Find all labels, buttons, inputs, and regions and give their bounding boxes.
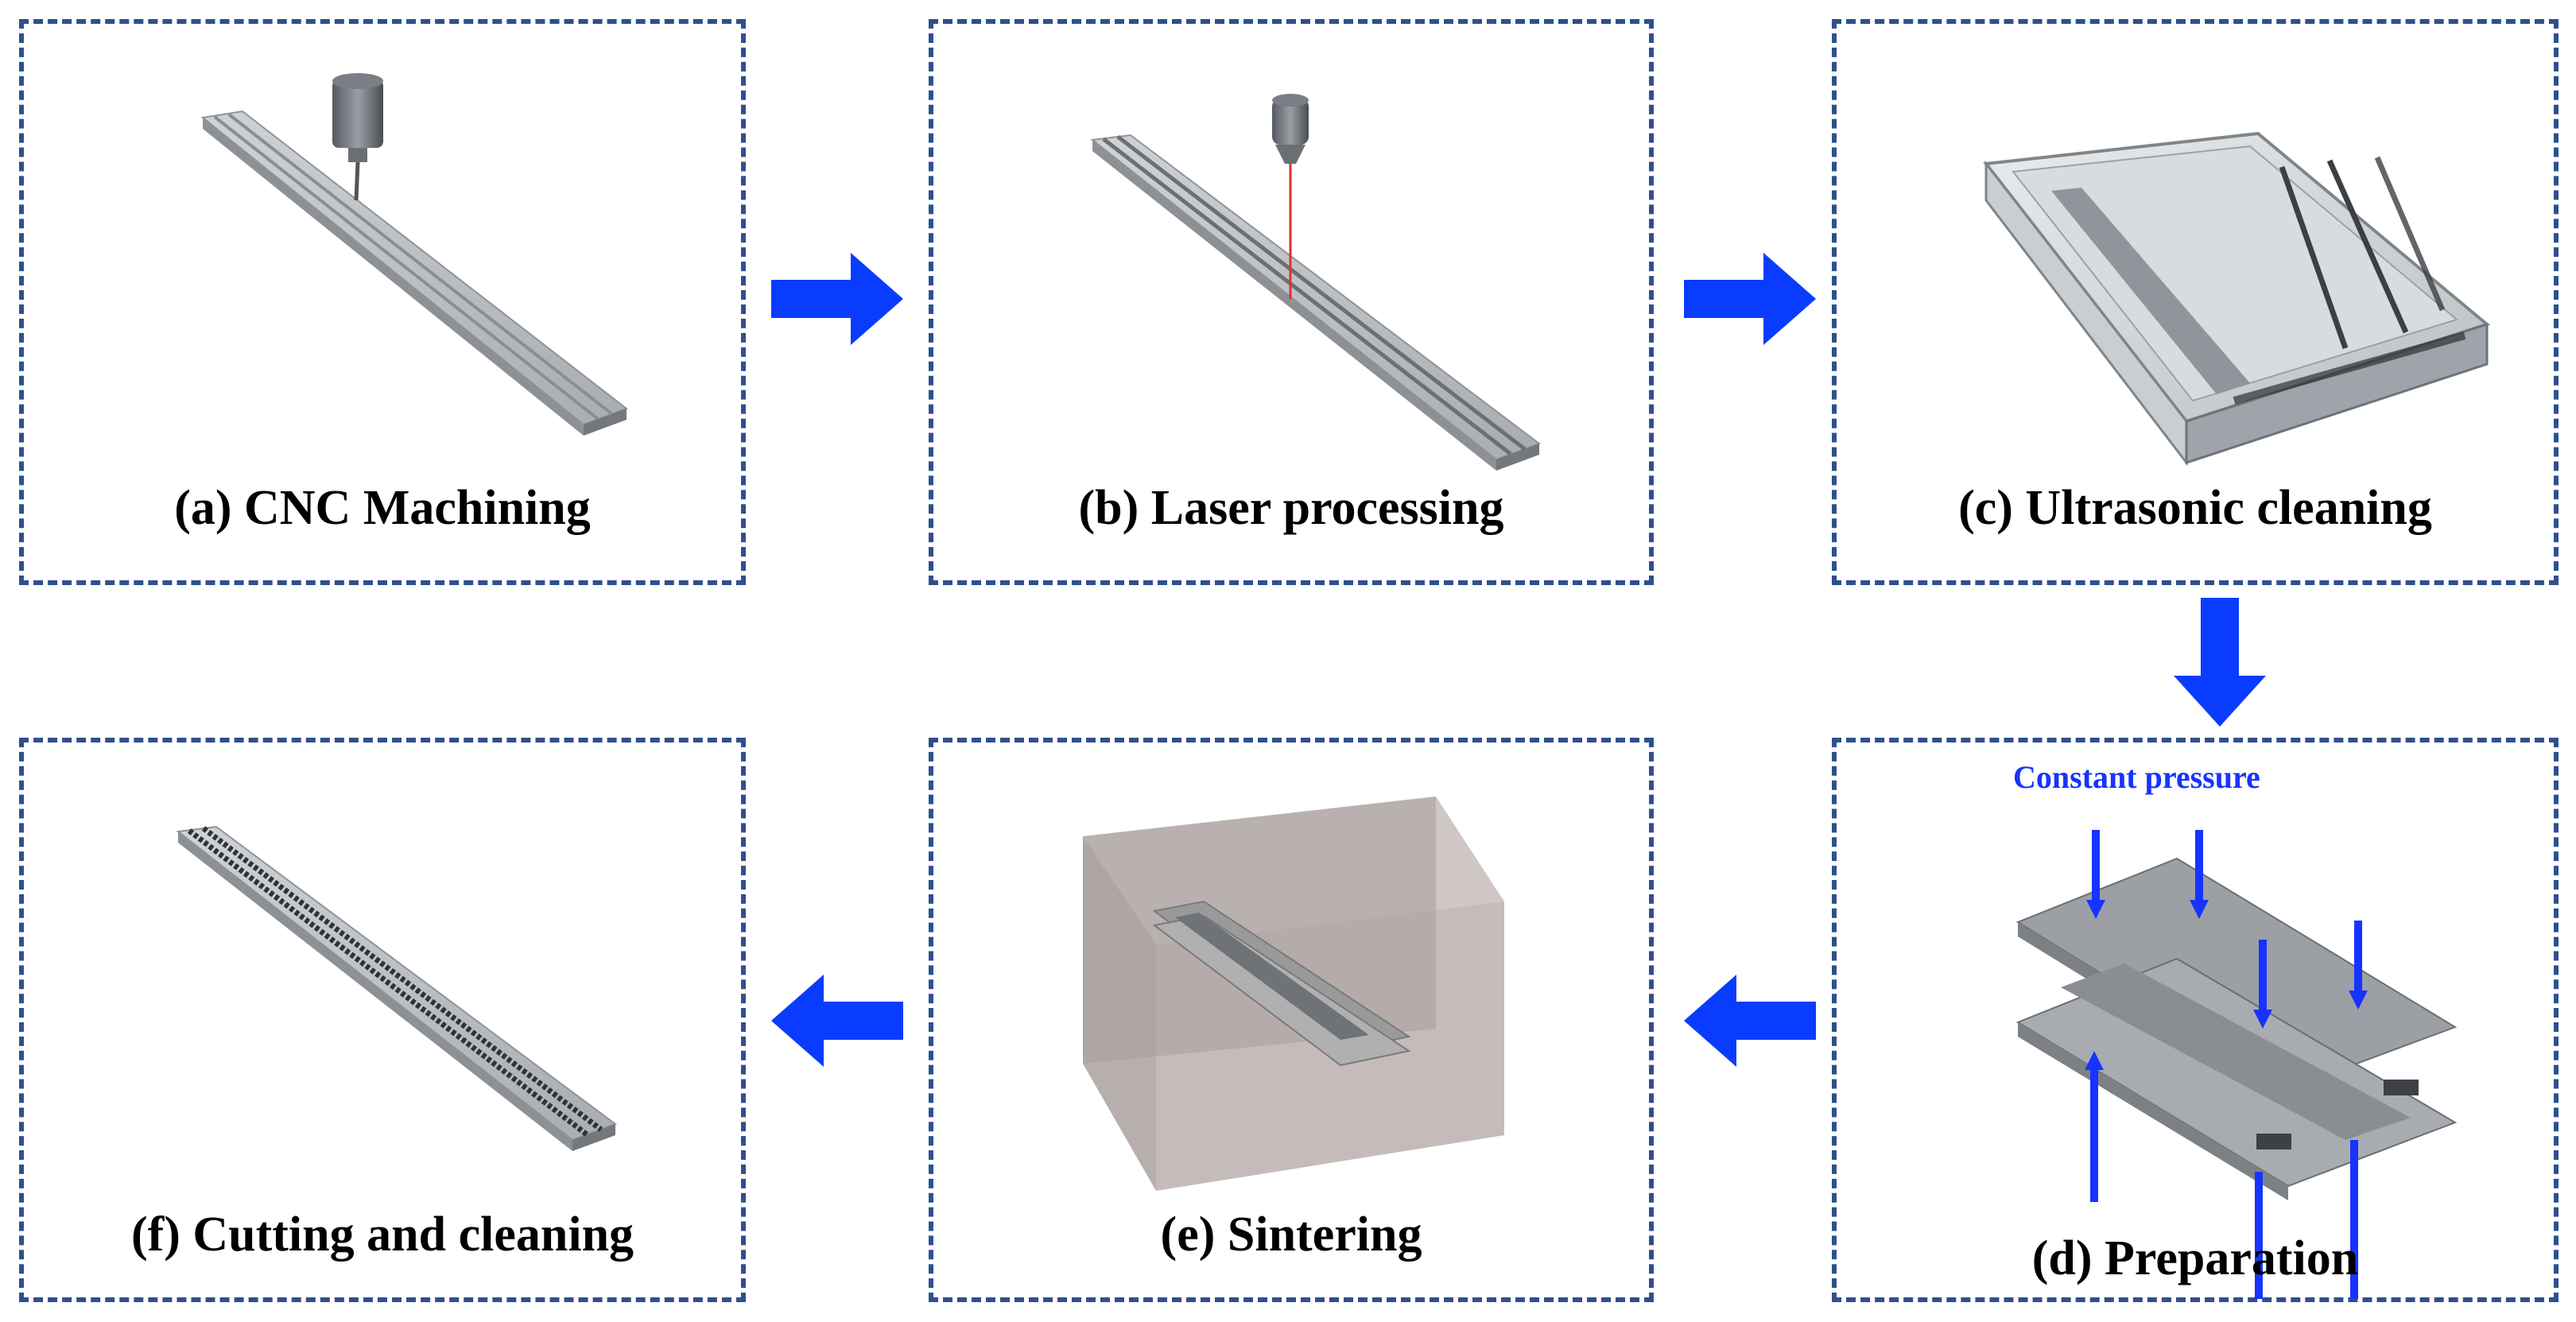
ultrasonic-bath-illustration (1983, 131, 2491, 467)
finished-rail (176, 825, 618, 1151)
glass-tray (1983, 131, 2491, 467)
aluminum-rail (200, 110, 629, 436)
pressing-fixture-illustration (2015, 830, 2458, 1299)
laser-processing-illustration (1090, 94, 1542, 471)
pressure-arrow-up (2085, 1051, 2104, 1202)
panel-a-label: (a) CNC Machining (174, 481, 591, 535)
support-post (2350, 1140, 2358, 1299)
sample-in-furnace (1152, 900, 1411, 1067)
milling-tool (332, 73, 383, 201)
panel-ultrasonic-cleaning: (c) Ultrasonic cleaning (1832, 19, 2559, 585)
arrow-c-to-d (2174, 598, 2266, 727)
pressure-arrow-down (2253, 940, 2272, 1029)
pressure-arrows (2085, 830, 2368, 1299)
panel-d-label: (d) Preparation (2031, 1231, 2359, 1285)
panel-laser-processing: (b) Laser processing (929, 19, 1654, 585)
pressure-arrow-down (2086, 830, 2105, 919)
panel-sintering: (e) Sintering (929, 738, 1654, 1302)
arrow-e-to-f (771, 975, 903, 1067)
panel-c-label: (c) Ultrasonic cleaning (1958, 481, 2432, 535)
arrow-d-to-e (1684, 975, 1816, 1067)
support-post (2255, 1172, 2263, 1299)
panel-f-label: (f) Cutting and cleaning (130, 1208, 634, 1262)
laser-head (1272, 94, 1309, 299)
panel-e-label: (e) Sintering (1160, 1208, 1422, 1262)
cnc-machining-illustration (200, 73, 629, 436)
arrow-b-to-c (1684, 253, 1816, 345)
arrow-a-to-b (771, 253, 903, 345)
pressure-arrow-down (2349, 921, 2368, 1010)
panel-b-label: (b) Laser processing (1078, 481, 1504, 535)
pressing-plates (2015, 857, 2458, 1200)
sintering-furnace-illustration (1083, 797, 1504, 1191)
panel-cnc-machining: (a) CNC Machining (19, 19, 746, 585)
finished-rail-illustration (176, 825, 618, 1151)
pressure-arrow-down (2190, 830, 2209, 919)
panel-cutting-and-cleaning: (f) Cutting and cleaning (19, 738, 746, 1302)
constant-pressure-note: Constant pressure (2013, 759, 2260, 795)
panel-preparation: Constant pressure (d) Preparation (1832, 738, 2559, 1302)
aluminum-rail (1090, 134, 1542, 471)
